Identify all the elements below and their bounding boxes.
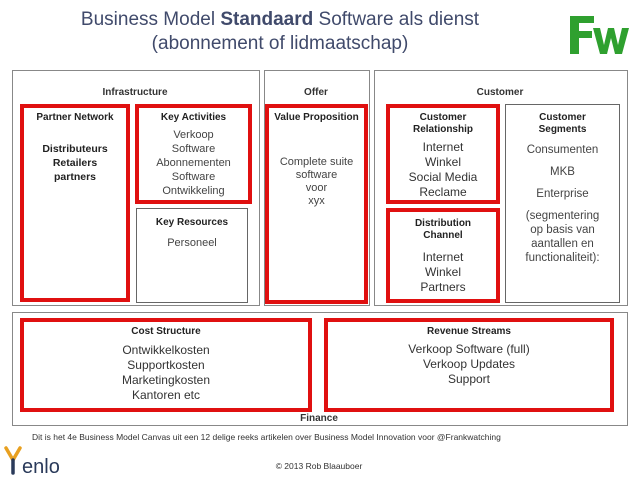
list-item: Marketingkosten	[121, 373, 211, 387]
key-resources-box	[136, 208, 248, 303]
list-item: aantallen en	[531, 238, 594, 250]
list-item: Software	[171, 143, 216, 155]
list-item: Internet	[422, 140, 464, 154]
svg-text:enlo: enlo	[22, 456, 60, 476]
value-proposition-items: Complete suite software voor xyx	[265, 156, 368, 208]
list-item: Reclame	[419, 185, 467, 199]
list-item: Software	[171, 171, 216, 183]
key-activities-label: Key Activities	[160, 112, 227, 123]
customer-segments-items: Consumenten MKB Enterprise (segmentering…	[505, 143, 620, 265]
list-item: Winkel	[424, 155, 461, 169]
distribution-channel-items: Internet Winkel Partners	[386, 250, 500, 295]
partner-network-label: Partner Network	[36, 112, 114, 123]
list-item: Ontwikkeling	[162, 185, 225, 197]
customer-relationship-label-line2: Relationship	[412, 124, 473, 135]
fw-logo	[566, 10, 634, 58]
customer-segments-label-line2: Segments	[538, 124, 587, 135]
distribution-channel-box	[386, 208, 500, 303]
list-item: (segmentering	[525, 210, 600, 222]
copyright: © 2013 Rob Blaauboer	[275, 461, 363, 471]
list-item: Partners	[420, 280, 466, 294]
revenue-streams-box	[324, 318, 614, 412]
offer-panel	[264, 70, 370, 306]
customer-relationship-label-line1: Customer	[419, 112, 467, 123]
list-item: Consumenten	[526, 144, 599, 156]
cost-structure-box	[20, 318, 312, 412]
list-item: Verkoop Updates	[422, 357, 516, 371]
customer-relationship-box	[386, 104, 500, 204]
list-item: Ontwikkelkosten	[122, 343, 210, 357]
list-item: voor	[305, 182, 328, 194]
value-proposition-box	[265, 104, 368, 304]
distribution-channel-label-line2: Channel	[423, 230, 463, 241]
revenue-streams-items: Verkoop Software (full) Verkoop Updates …	[324, 342, 614, 387]
list-item: Supportkosten	[127, 358, 205, 372]
distribution-channel-label-line1: Distribution	[414, 218, 472, 229]
list-item: Personeel	[167, 237, 217, 249]
key-activities-items: Verkoop Software Abonnementen Software O…	[135, 128, 252, 198]
fw-logo-icon	[570, 16, 629, 54]
yenlo-logo: enlo	[4, 446, 84, 478]
list-item: Winkel	[424, 265, 461, 279]
page-title: Business Model Standaard Software als di…	[0, 8, 560, 56]
key-activities-box	[135, 104, 252, 204]
distribution-channel-label: Distribution Channel	[386, 218, 500, 242]
yenlo-logo-icon: enlo	[4, 446, 60, 478]
revenue-streams-label: Revenue Streams	[427, 326, 511, 337]
title-part2: Software als dienst	[313, 9, 480, 30]
customer-relationship-label: Customer Relationship	[386, 112, 500, 136]
finance-panel	[12, 312, 628, 426]
list-item: Enterprise	[536, 188, 589, 200]
list-item: Retailers	[52, 157, 98, 169]
list-item: Social Media	[408, 170, 478, 184]
list-item: op basis van	[530, 224, 595, 236]
title-part1: Business Model	[80, 9, 221, 30]
list-item: Kantoren etc	[131, 388, 201, 402]
section-customer: Customer	[476, 87, 524, 98]
list-item: software	[295, 169, 338, 181]
list-item: Support	[447, 372, 491, 386]
list-item: functionaliteit):	[525, 252, 600, 264]
cost-structure-label: Cost Structure	[131, 326, 201, 337]
list-item: Abonnementen	[156, 157, 231, 169]
partner-network-box	[20, 104, 130, 302]
customer-segments-label-line1: Customer	[539, 112, 586, 123]
list-item: partners	[53, 171, 96, 183]
partner-network-items: Distributeurs Retailers partners	[20, 142, 130, 184]
list-item: MKB	[550, 166, 575, 178]
title-line2: (abonnement of lidmaatschap)	[151, 33, 409, 54]
section-infrastructure: Infrastructure	[102, 87, 168, 98]
customer-segments-box	[505, 104, 620, 303]
list-item: Complete suite	[279, 156, 354, 168]
list-item: Distributeurs	[42, 143, 108, 155]
title-bold: Standaard	[220, 9, 314, 30]
section-offer: Offer	[304, 87, 328, 98]
key-resources-label: Key Resources	[155, 217, 229, 228]
customer-relationship-items: Internet Winkel Social Media Reclame	[386, 140, 500, 200]
customer-segments-label: Customer Segments	[505, 112, 620, 136]
list-item: Internet	[422, 250, 464, 264]
value-proposition-label: Value Proposition	[274, 112, 359, 123]
list-item: xyx	[308, 195, 325, 207]
list-item: Verkoop	[173, 129, 214, 141]
list-item: Verkoop Software (full)	[408, 342, 530, 356]
section-finance: Finance	[300, 413, 338, 424]
footer-note: Dit is het 4e Business Model Canvas uit …	[32, 432, 501, 442]
cost-structure-items: Ontwikkelkosten Supportkosten Marketingk…	[20, 343, 312, 403]
key-resources-items: Personeel	[136, 236, 248, 250]
